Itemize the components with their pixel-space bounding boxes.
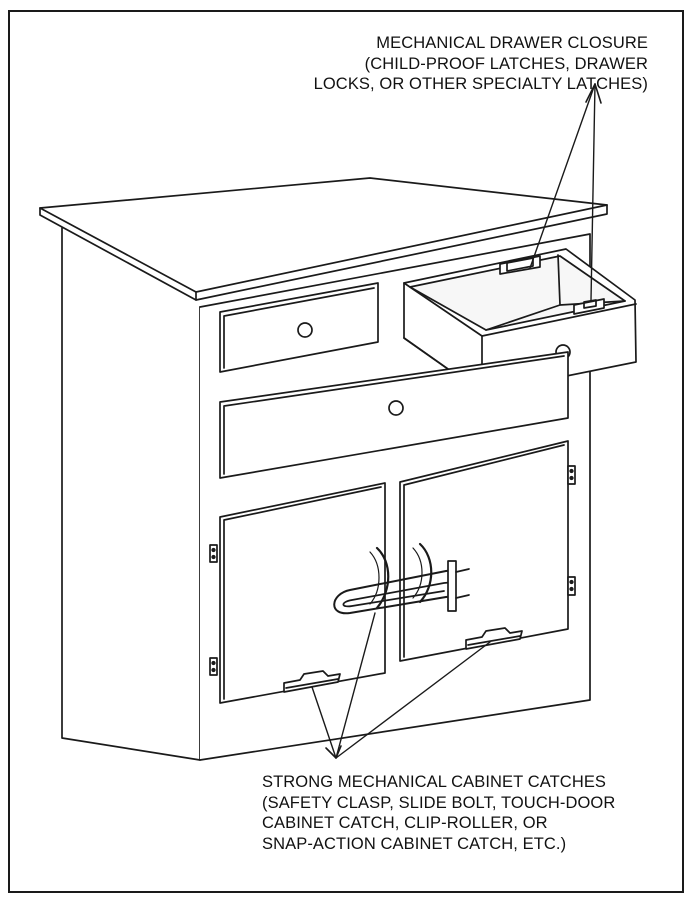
hinge [209, 657, 218, 676]
drawer-open [403, 248, 637, 394]
leader-lines-top [529, 83, 602, 301]
hinge [567, 576, 576, 596]
door-left [209, 482, 386, 704]
countertop [39, 177, 608, 301]
callout-line: CABINET CATCH, CLIP-ROLLER, OR [262, 814, 548, 832]
callout-line: (CHILD-PROOF LATCHES, DRAWER [364, 54, 648, 73]
callout-line: STRONG MECHANICAL CABINET CATCHES [262, 773, 607, 791]
leader-lines-bottom [311, 612, 491, 759]
callout-line: LOCKS, OR OTHER SPECIALTY LATCHES) [313, 75, 648, 93]
drawer-knob [388, 400, 404, 416]
callout-line: MECHANICAL DRAWER CLOSURE [376, 34, 648, 52]
drawer-knob [297, 322, 313, 338]
hinge [209, 544, 218, 563]
hinge [567, 465, 576, 485]
bolt-bracket [447, 560, 457, 612]
drawer-middle [219, 351, 569, 479]
cabinet-catch-left [283, 670, 341, 693]
callout-line: (SAFETY CLASP, SLIDE BOLT, TOUCH-DOOR [262, 793, 616, 812]
callout-line: SNAP-ACTION CABINET CATCH, ETC.) [262, 834, 567, 853]
callout-drawer-closure: MECHANICAL DRAWER CLOSURE (CHILD-PROOF L… [314, 33, 648, 95]
door-right [399, 440, 576, 662]
safety-clasp [333, 542, 470, 615]
callout-cabinet-catches: STRONG MECHANICAL CABINET CATCHES (SAFET… [262, 772, 615, 854]
drawer-top-left [219, 282, 379, 373]
